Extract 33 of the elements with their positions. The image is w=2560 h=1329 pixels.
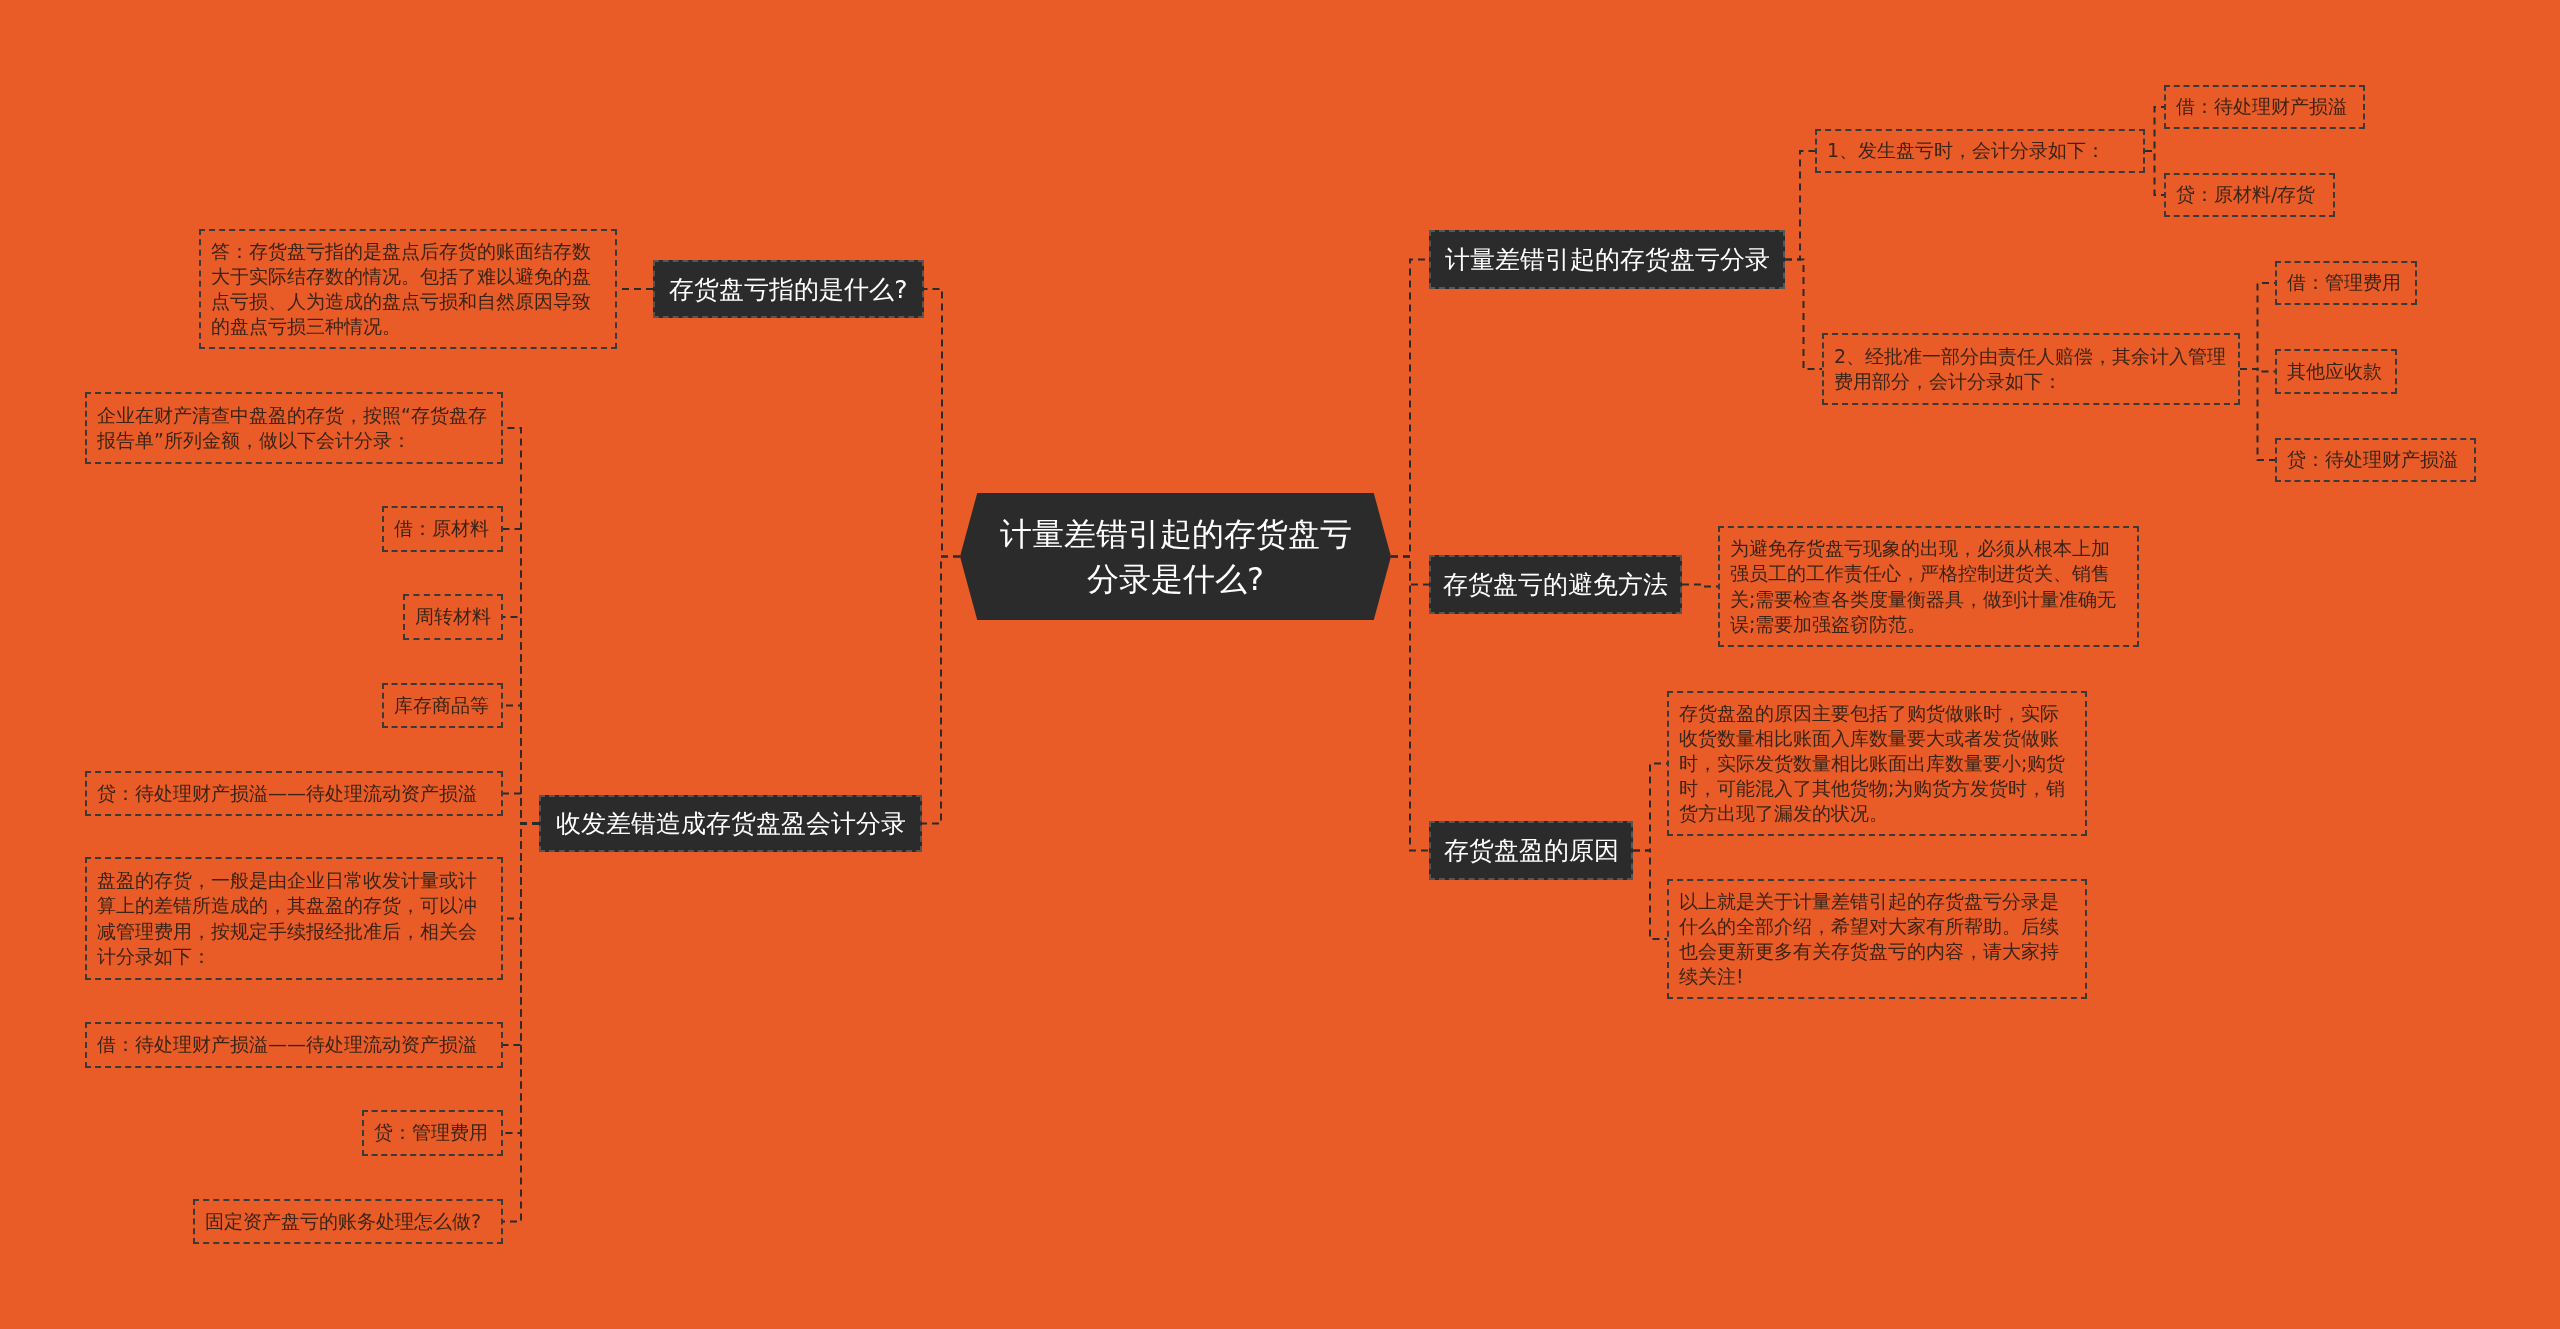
topic-box: 存货盘亏的避免方法 [1429,555,1682,614]
connector-line [1632,849,1668,940]
central-topic-hexagon: 计量差错引起的存货盘亏分录是什么? [960,493,1391,620]
note-box: 企业在财产清查中盘盈的存货，按照“存货盘存报告单”所列金额，做以下会计分录： [85,392,503,464]
connector-line [1681,583,1719,588]
topic-box: 存货盘盈的原因 [1429,821,1633,880]
note-box: 周转材料 [403,594,503,640]
note-box: 贷：管理费用 [362,1110,503,1156]
note-box: 借：管理费用 [2275,261,2417,305]
topic-box: 收发差错造成存货盘盈会计分录 [539,795,922,852]
note-box: 2、经批准一部分由责任人赔偿，其余计入管理费用部分，会计分录如下： [1822,333,2240,405]
note-box: 以上就是关于计量差错引起的存货盘亏分录是什么的全部介绍，希望对大家有所帮助。后续也会更新更多有关存货盘亏的内容，请大家持续关注! [1667,879,2087,999]
note-box: 固定资产盘亏的账务处理怎么做? [193,1199,503,1244]
note-box: 贷：待处理财产损溢 [2275,438,2476,482]
note-box: 借：待处理财产损溢 [2164,85,2365,129]
note-box: 贷：待处理财产损溢——待处理流动资产损溢 [85,771,503,816]
note-box: 答：存货盘亏指的是盘点后存货的账面结存数大于实际结存数的情况。包括了难以避免的盘点亏损、人为造成的盘点亏损和自然原因导致的盘点亏损三种情况。 [199,229,617,349]
note-box: 存货盘盈的原因主要包括了购货做账时，实际收货数量相比账面入库数量要大或者发货做账时，实际发货数量相比账面出库数量要小;购货时，可能混入了其他货物;为购货方发货时，销货方出现了漏发的状况。 [1667,691,2087,836]
note-box: 其他应收款 [2275,349,2397,394]
note-box: 库存商品等 [382,683,503,728]
connector-line [1390,555,1430,852]
note-box: 为避免存货盘亏现象的出现，必须从根本上加强员工的工作责任心，严格控制进货关、销售关;需要检查各类度量衡器具，做到计量准确无误;需要加强盗窃防范。 [1718,526,2139,647]
connector-line [2144,150,2165,196]
note-box: 1、发生盘亏时，会计分录如下： [1815,129,2145,173]
note-box: 借：待处理财产损溢——待处理流动资产损溢 [85,1022,503,1068]
note-box: 盘盈的存货，一般是由企业日常收发计量或计算上的差错所造成的，其盘盈的存货，可以冲减管理费用，按规定手续报经批准后，相关会计分录如下： [85,857,503,980]
note-box: 借：原材料 [382,506,503,552]
note-box: 贷：原材料/存货 [2164,173,2335,217]
topic-box: 计量差错引起的存货盘亏分录 [1429,230,1785,289]
connector-line [1784,258,1823,370]
connector-line [921,555,961,825]
connector-line [2239,368,2276,461]
topic-box: 存货盘亏指的是什么? [653,260,924,318]
